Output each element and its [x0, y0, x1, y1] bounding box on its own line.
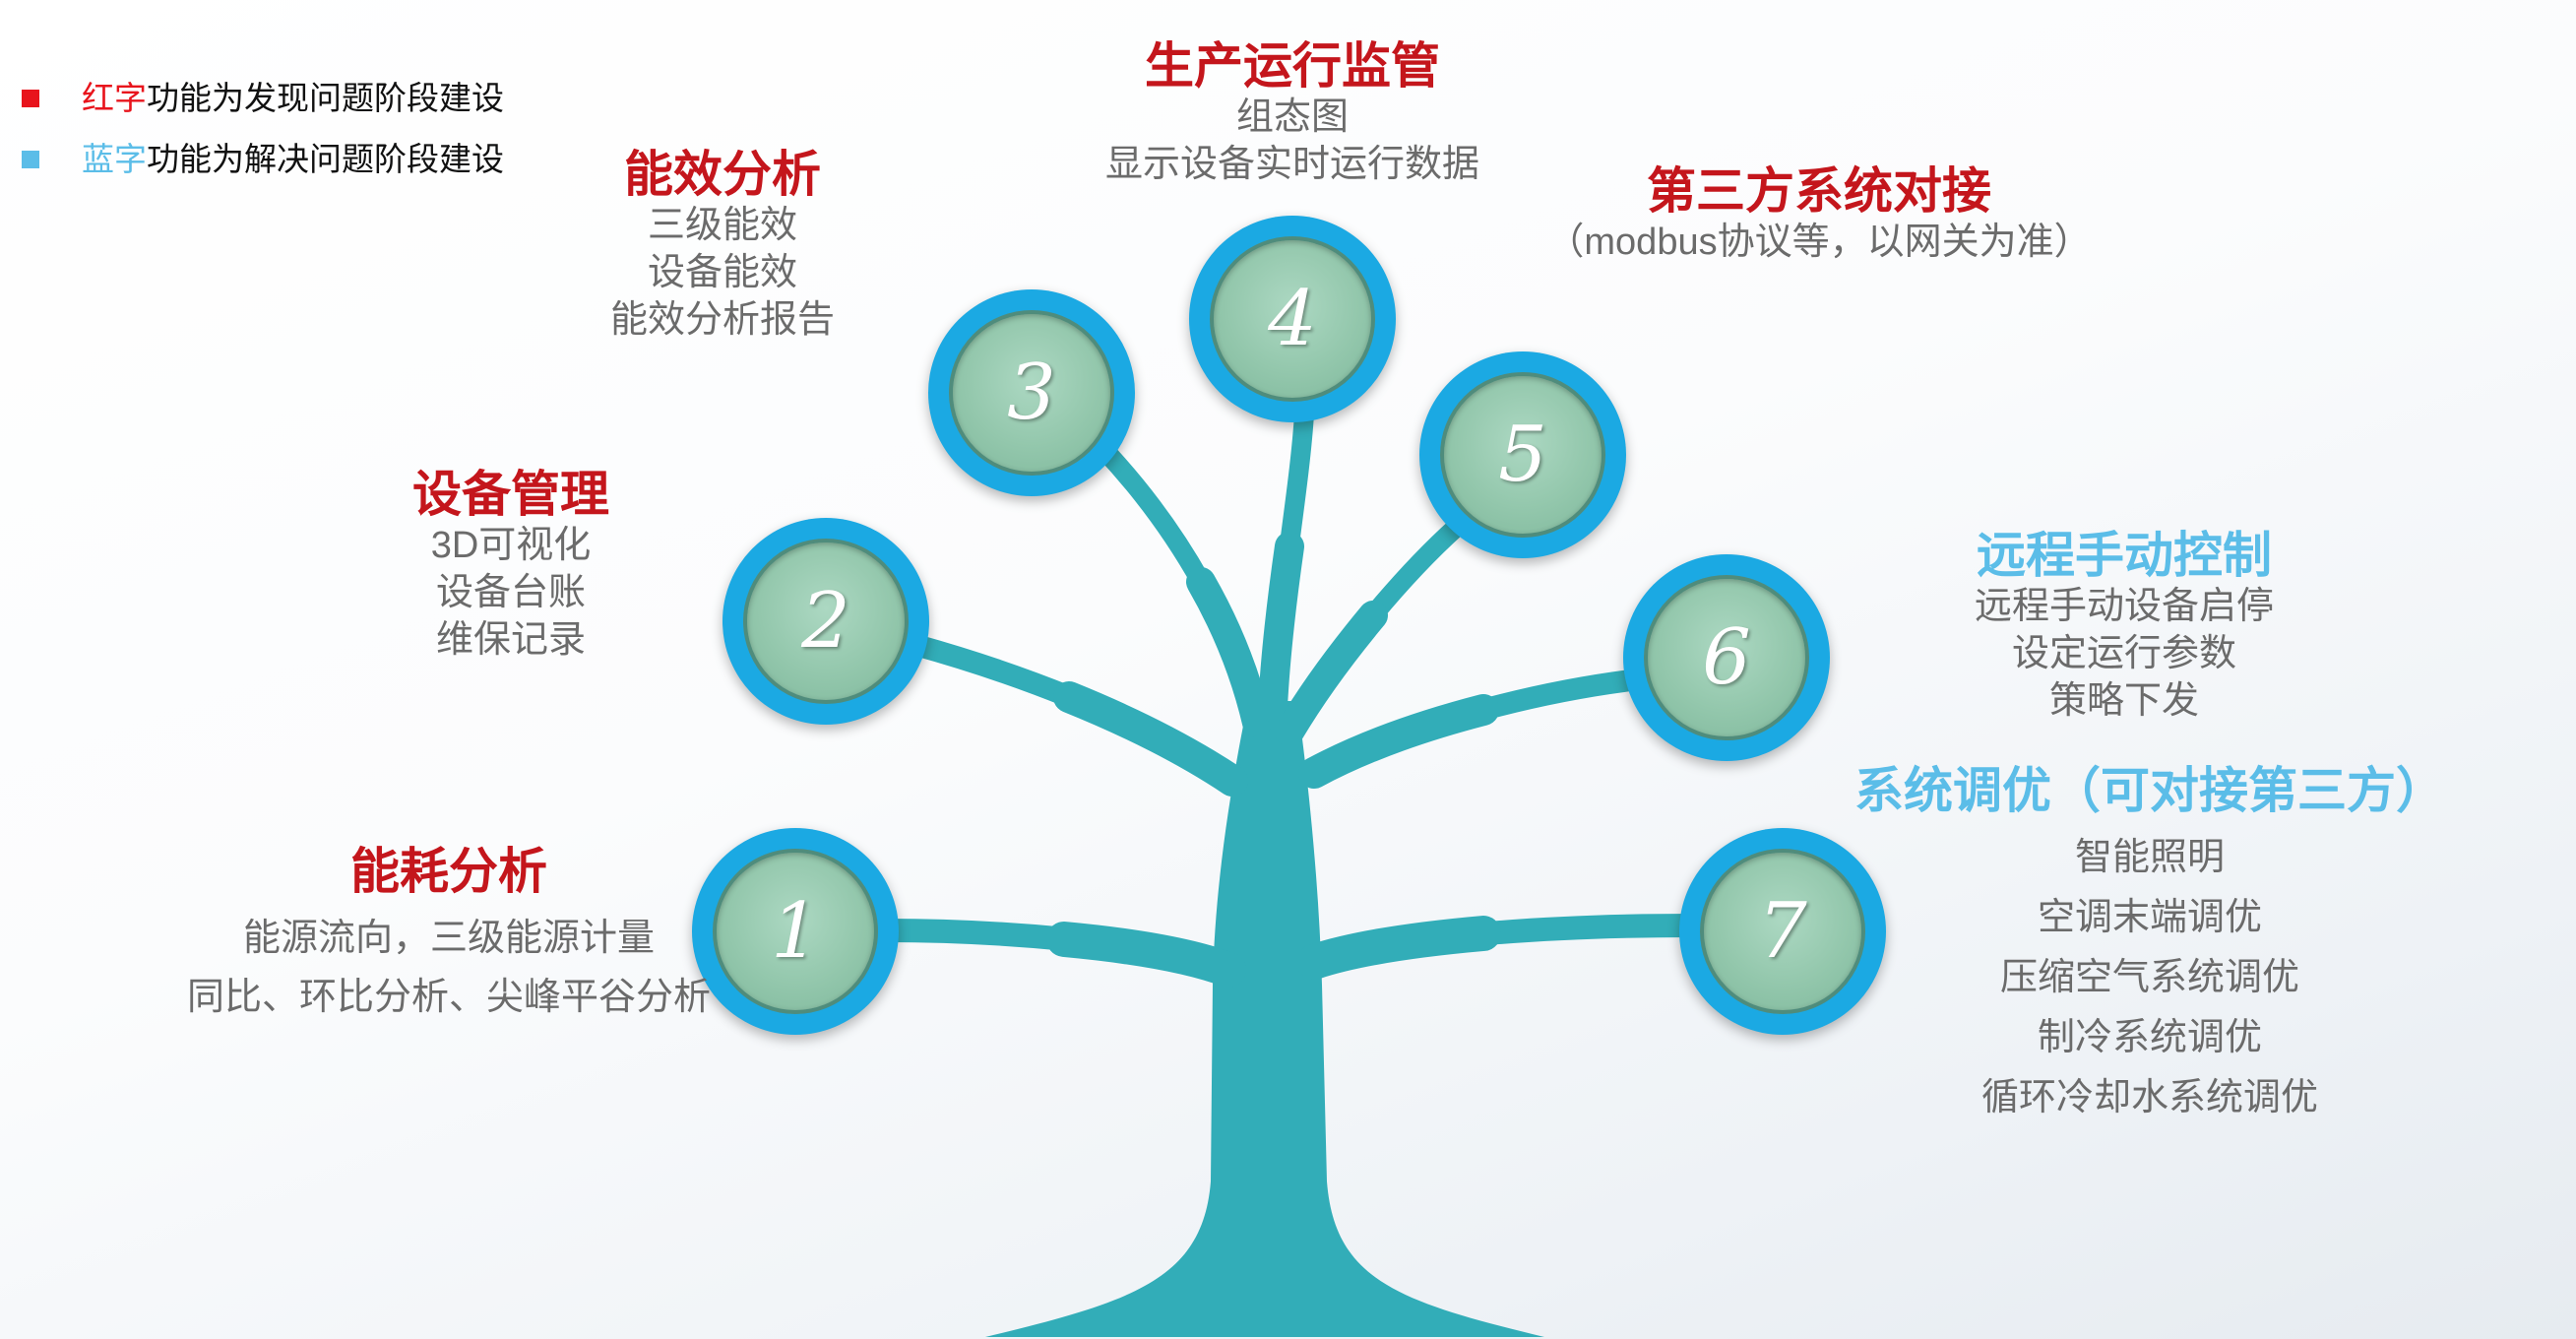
node-3-detail: 能效分析报告 — [609, 299, 836, 341]
node-4-label: 生产运行监管 组态图 显示设备实时运行数据 — [1105, 38, 1479, 188]
node-7-label: 系统调优（可对接第三方） 智能照明 空调末端调优 压缩空气系统调优 制冷系统调优… — [1854, 763, 2445, 1128]
node-1-detail: 能源流向，三级能源计量 — [242, 918, 656, 959]
node-3-label: 能效分析 三级能效 设备能效 能效分析报告 — [610, 147, 835, 344]
node-1-detail: 同比、环比分析、尖峰平谷分析 — [186, 977, 712, 1018]
node-7-detail: 循环冷却水系统调优 — [1980, 1077, 2318, 1118]
node-1-title: 能耗分析 — [349, 844, 547, 899]
node-2-number: 2 — [801, 577, 850, 666]
tree-branch-1-base — [1046, 922, 1246, 988]
node-7-title: 系统调优（可对接第三方） — [1854, 763, 2445, 818]
node-3-circle: 3 — [928, 289, 1135, 496]
node-2-label: 设备管理 3D可视化 设备台账 维保记录 — [412, 467, 609, 664]
node-6-details: 远程手动设备启停 设定运行参数 策略下发 — [1975, 583, 2274, 725]
node-1-disc: 1 — [713, 849, 878, 1014]
node-3-detail: 设备能效 — [647, 252, 798, 293]
tree-branch-3-base — [1186, 567, 1272, 737]
node-4-circle: 4 — [1189, 216, 1396, 422]
node-4-detail: 组态图 — [1235, 96, 1350, 138]
legend-label: 蓝字功能为解决问题阶段建设 — [82, 140, 504, 179]
node-7-details: 智能照明 空调末端调优 压缩空气系统调优 制冷系统调优 循环冷却水系统调优 — [1854, 828, 2445, 1128]
node-7-detail: 压缩空气系统调优 — [1999, 957, 2299, 998]
node-2-details: 3D可视化 设备台账 维保记录 — [412, 522, 609, 664]
node-3-details: 三级能效 设备能效 能效分析报告 — [610, 202, 835, 344]
node-6-label: 远程手动控制 远程手动设备启停 设定运行参数 策略下发 — [1975, 528, 2274, 725]
tree-trunk — [985, 701, 1544, 1337]
tree-branch-2-base — [1053, 681, 1248, 797]
node-3-number: 3 — [1007, 349, 1056, 437]
node-5-details: （modbus协议等，以网关为准） — [1546, 219, 2091, 266]
node-7-number: 7 — [1758, 887, 1807, 976]
node-4-number: 4 — [1268, 275, 1317, 363]
tree-branch-5-base — [1275, 601, 1388, 746]
node-7-detail: 空调末端调优 — [2037, 897, 2262, 938]
node-2-disc: 2 — [743, 539, 909, 704]
node-4-detail: 显示设备实时运行数据 — [1104, 144, 1480, 185]
node-2-title: 设备管理 — [412, 467, 609, 522]
tree-branch-4-base — [1258, 532, 1304, 722]
node-3-detail: 三级能效 — [647, 205, 798, 246]
legend-highlight: 蓝字 — [82, 141, 147, 177]
legend-red-square — [22, 90, 39, 107]
tree-branch-6-base — [1298, 694, 1499, 789]
legend-label: 红字功能为发现问题阶段建设 — [82, 79, 504, 118]
node-6-disc: 6 — [1644, 575, 1809, 740]
node-6-detail: 远程手动设备启停 — [1974, 586, 2275, 627]
node-5-disc: 5 — [1440, 372, 1605, 538]
node-4-details: 组态图 显示设备实时运行数据 — [1105, 94, 1479, 188]
node-7-circle: 7 — [1679, 828, 1886, 1035]
node-1-details: 能源流向，三级能源计量 同比、环比分析、尖峰平谷分析 — [187, 909, 711, 1027]
node-2-detail: 设备台账 — [435, 572, 586, 613]
node-6-detail: 策略下发 — [2048, 680, 2200, 722]
node-7-disc: 7 — [1700, 849, 1865, 1014]
legend-highlight: 红字 — [82, 80, 147, 116]
node-5-title: 第三方系统对接 — [1646, 163, 1991, 219]
node-1-label: 能耗分析 能源流向，三级能源计量 同比、环比分析、尖峰平谷分析 — [187, 844, 711, 1027]
tree-branch-7-base — [1296, 916, 1501, 980]
node-3-title: 能效分析 — [623, 147, 821, 202]
node-7-detail: 智能照明 — [2074, 837, 2225, 878]
legend-blue-square — [22, 151, 39, 168]
node-3-disc: 3 — [949, 310, 1114, 476]
node-2-detail: 3D可视化 — [430, 525, 592, 566]
node-7-detail: 制冷系统调优 — [2037, 1017, 2262, 1058]
node-2-detail: 维保记录 — [435, 619, 586, 661]
node-2-circle: 2 — [723, 518, 929, 725]
node-1-number: 1 — [771, 887, 820, 976]
node-5-number: 5 — [1498, 411, 1547, 499]
node-6-number: 6 — [1702, 613, 1751, 702]
node-5-detail: （modbus协议等，以网关为准） — [1546, 222, 2092, 263]
node-6-circle: 6 — [1623, 554, 1830, 761]
node-4-disc: 4 — [1210, 236, 1375, 402]
node-5-circle: 5 — [1419, 351, 1626, 558]
legend-text: 功能为发现问题阶段建设 — [147, 80, 504, 116]
node-1-circle: 1 — [692, 828, 899, 1035]
node-5-label: 第三方系统对接 （modbus协议等，以网关为准） — [1546, 163, 2091, 266]
legend-text: 功能为解决问题阶段建设 — [147, 141, 504, 177]
node-6-detail: 设定运行参数 — [2011, 633, 2237, 674]
node-4-title: 生产运行监管 — [1144, 38, 1440, 94]
node-6-title: 远程手动控制 — [1976, 528, 2272, 583]
